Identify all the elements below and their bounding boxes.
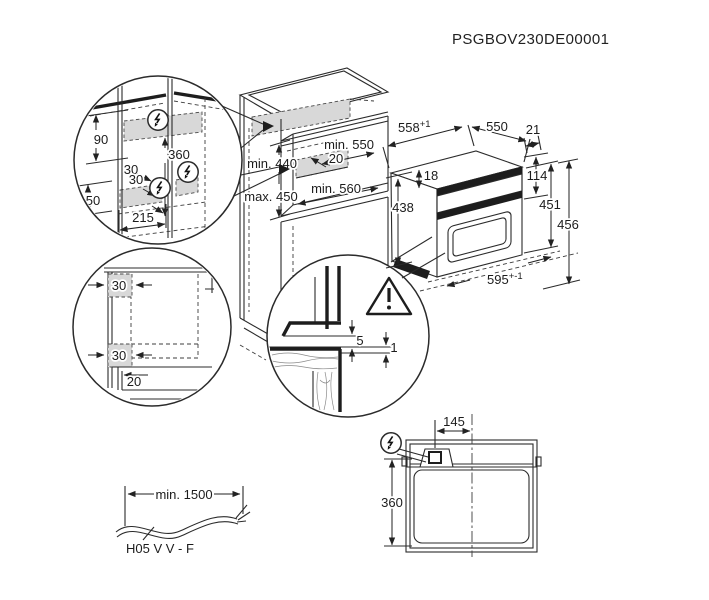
dim-oven-depth: 558+1: [398, 119, 431, 135]
dim-oven-top-edge: 18: [424, 168, 438, 183]
dim-side-30-bottom: 30: [112, 348, 126, 363]
dim-socket-90: 90: [94, 132, 108, 147]
dim-side-30-top: 30: [112, 278, 126, 293]
detail-side-view: 30 30 20: [72, 247, 232, 407]
cabinet-drawing: min. 440 max. 450 min. 550 20 min. 560: [238, 67, 390, 361]
dim-side-20: 20: [127, 374, 141, 389]
drawing-code: PSGBOV230DE00001: [452, 31, 609, 48]
cabinet-socket-zone-top: [251, 98, 351, 137]
top-view-drawing: 145 360: [379, 412, 542, 557]
dim-rear-clearance: 20: [329, 151, 343, 166]
dim-shelf-depth-min: min. 560: [311, 181, 361, 196]
dim-oven-front-height: 451: [539, 197, 561, 212]
dim-socket-215: 215: [132, 210, 154, 225]
lightning-icon: [177, 161, 199, 183]
dim-oven-panel-height: 114: [527, 168, 548, 183]
lightning-icon: [147, 109, 169, 131]
dim-topview-offset: 145: [443, 414, 465, 429]
lightning-icon: [379, 431, 403, 455]
warning-icon: [365, 276, 413, 316]
dim-socket-30-top: 30: [124, 162, 138, 177]
dim-niche-height-max: max. 450: [244, 189, 297, 204]
detail-wall-section: 90 30 360 30 50 215: [73, 75, 243, 245]
detail-gap-warning: 5 1: [266, 254, 430, 418]
dim-socket-30-mid: 30: [129, 172, 143, 187]
dim-socket-360: 360: [168, 147, 190, 162]
dim-gap-5: 5: [356, 333, 363, 348]
dim-oven-total-height: 456: [557, 217, 579, 232]
side-inset-zone-bottom: [107, 343, 133, 368]
callout-wedges: [221, 105, 290, 197]
dim-oven-top-depth: 550: [486, 119, 508, 134]
dim-oven-front-gap: 21: [526, 122, 540, 137]
side-inset-zone-top: [107, 273, 133, 298]
dim-gap-1: 1: [390, 340, 397, 355]
cable-type-label: H05 V V - F: [126, 541, 194, 556]
mains-cable-drawing: min. 1500 H05 V V - F: [115, 485, 251, 558]
dim-oven-width: 595+-1: [487, 271, 523, 287]
lightning-icon: [149, 177, 171, 199]
dim-niche-depth-min: min. 550: [324, 137, 374, 152]
dim-cable-length: min. 1500: [155, 487, 212, 502]
dim-oven-body-height: 438: [392, 200, 414, 215]
oven-drawing: 558+1 550 21 18 114 438 451 456: [382, 117, 581, 292]
dim-topview-depth: 360: [381, 495, 403, 510]
